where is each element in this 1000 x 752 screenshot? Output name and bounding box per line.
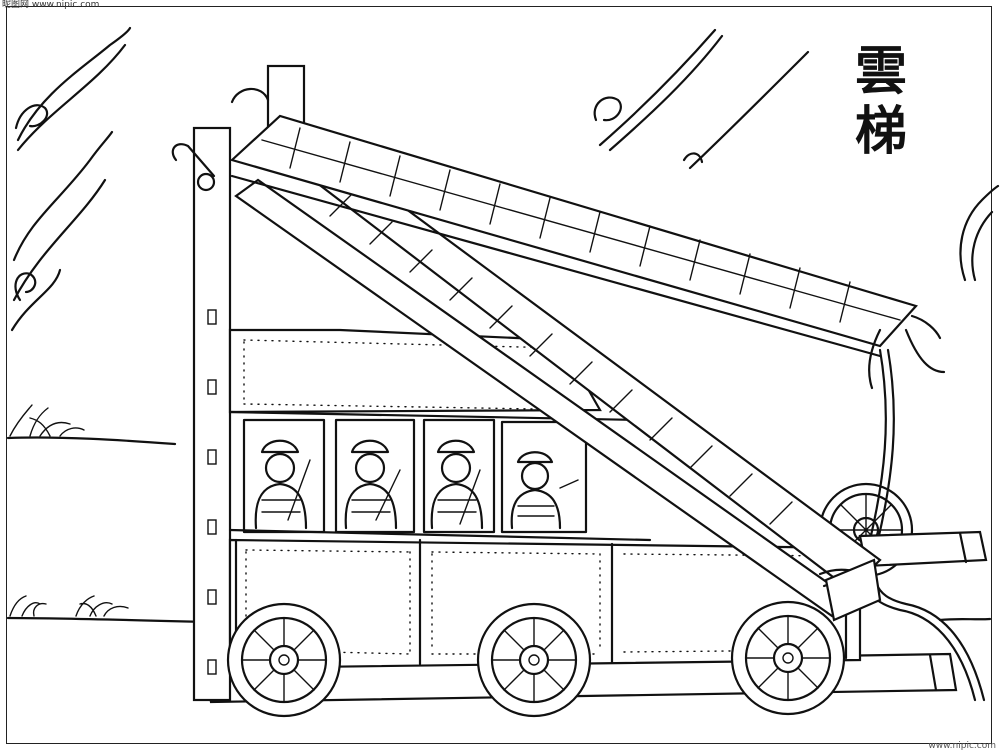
main-ladder: [171, 87, 946, 390]
spoked-wheel-icon: [730, 600, 846, 716]
title-char-2: 梯: [854, 101, 907, 162]
watermark-top: 昵图网 www.nipic.com: [2, 0, 100, 10]
armored-soldier-icon: [510, 451, 579, 530]
armored-soldier-icon: [254, 439, 311, 530]
cloud-swirl-icon: [959, 184, 1000, 282]
border-frame: [6, 6, 992, 744]
title-char-1: 雲: [854, 41, 907, 102]
front-post: [192, 126, 232, 702]
rope-icon: [818, 558, 882, 622]
armored-soldier-icon: [430, 439, 484, 530]
spoked-wheel-icon: [226, 602, 342, 718]
watermark-bottom: www.nipic.com: [928, 741, 996, 751]
grass-tuft-icon: [9, 404, 129, 617]
ground: [6, 436, 992, 624]
cloud-swirl-icon: [10, 26, 132, 332]
cloud-swirl-icon: [593, 28, 810, 170]
spoked-wheel-icon: [476, 602, 592, 718]
title-vertical: 雲 梯: [846, 42, 916, 162]
rope-icon: [863, 348, 986, 702]
armored-soldier-icon: [344, 439, 401, 530]
